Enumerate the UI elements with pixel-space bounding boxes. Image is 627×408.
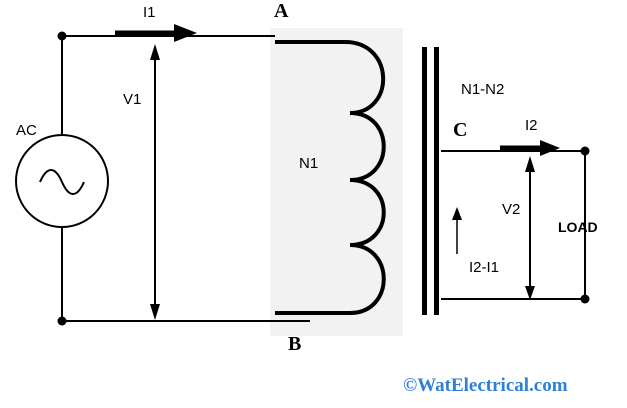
ac-label: AC (16, 122, 37, 139)
v2-label: V2 (502, 201, 520, 218)
terminal-a-label: A (274, 0, 289, 22)
node-top-left (57, 31, 67, 41)
coil-panel (270, 28, 403, 336)
node-bottom-left (57, 316, 67, 326)
terminal-c-label: C (453, 119, 467, 141)
v1-label: V1 (123, 91, 141, 108)
node-secondary-top (580, 146, 590, 156)
n1-n2-label: N1-N2 (461, 81, 504, 98)
sine-wave-icon (39, 169, 85, 195)
i1-label: I1 (143, 4, 156, 21)
ac-source (15, 134, 109, 228)
i2-label: I2 (525, 117, 538, 134)
i2-i1-label: I2-I1 (469, 259, 499, 276)
core-bar-right (434, 47, 439, 315)
primary-coil (275, 40, 386, 315)
current-i1-arrow (115, 24, 197, 42)
load-label: LOAD (558, 219, 598, 235)
current-i2-i1-arrow (452, 207, 462, 254)
core-bar-left (422, 47, 427, 315)
node-secondary-bottom (580, 294, 590, 304)
current-i2-arrow (500, 140, 560, 156)
watermark-text: ©WatElectrical.com (403, 375, 568, 396)
voltage-v2-arrow (525, 156, 535, 300)
n1-label: N1 (299, 155, 318, 172)
voltage-v1-arrow (150, 44, 160, 320)
terminal-b-label: B (288, 333, 301, 355)
